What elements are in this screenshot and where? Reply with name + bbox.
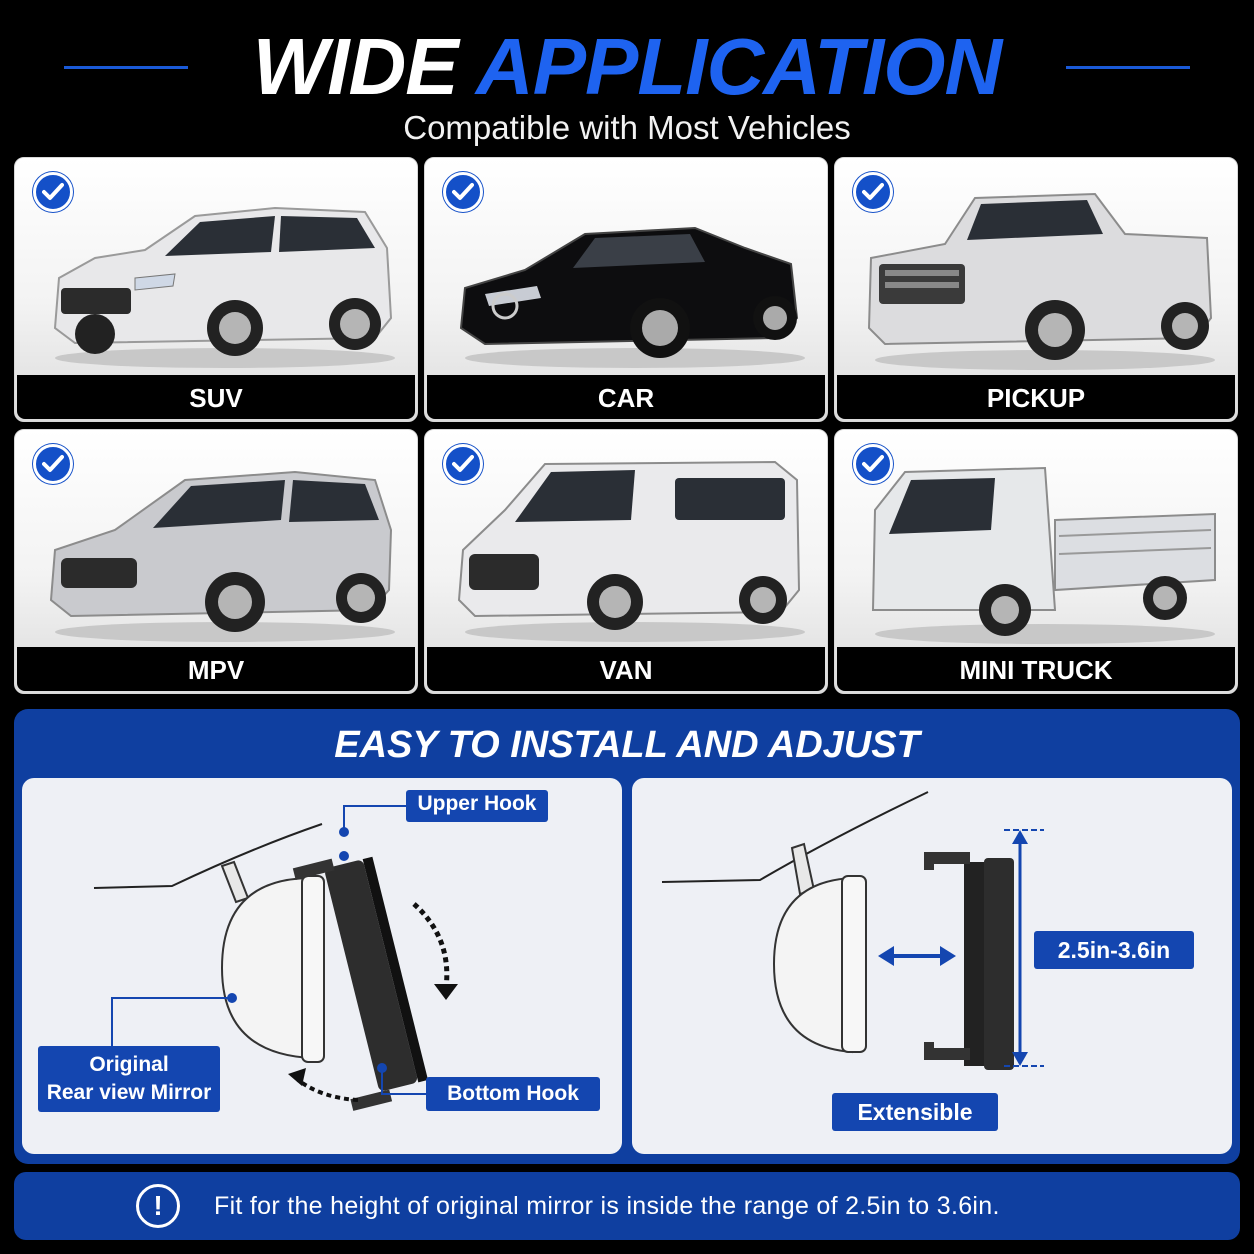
range-tag: 2.5in-3.6in bbox=[1034, 931, 1194, 969]
vehicle-label: SUV bbox=[17, 375, 415, 419]
check-icon bbox=[33, 172, 73, 212]
check-icon bbox=[33, 444, 73, 484]
header: WIDE APPLICATION Compatible with Most Ve… bbox=[0, 0, 1254, 155]
vehicle-card-mini-truck: MINI TRUCK bbox=[834, 429, 1238, 694]
vehicle-card-mpv: MPV bbox=[14, 429, 418, 694]
exclamation-icon: ! bbox=[136, 1184, 180, 1228]
vehicle-card-pickup: PICKUP bbox=[834, 157, 1238, 422]
check-icon bbox=[443, 172, 483, 212]
vehicle-label: PICKUP bbox=[837, 375, 1235, 419]
check-icon bbox=[443, 444, 483, 484]
bottom-hook-tag: Bottom Hook bbox=[426, 1077, 600, 1111]
upper-hook-tag: Upper Hook bbox=[406, 790, 548, 822]
page-title: WIDE APPLICATION bbox=[0, 22, 1254, 112]
original-mirror-tag: Original Rear view Mirror bbox=[38, 1046, 220, 1112]
vehicle-label: CAR bbox=[427, 375, 825, 419]
title-divider-left bbox=[64, 66, 188, 69]
install-diagram-panel: Upper Hook Original Rear view Mirror Bot… bbox=[22, 778, 622, 1154]
original-mirror-line2: Rear view Mirror bbox=[46, 1081, 212, 1104]
extensible-tag: Extensible bbox=[832, 1093, 998, 1131]
vehicle-card-suv: SUV bbox=[14, 157, 418, 422]
original-mirror-line1: Original bbox=[89, 1053, 169, 1076]
note-bar: ! Fit for the height of original mirror … bbox=[14, 1172, 1240, 1240]
sedan-icon bbox=[459, 226, 805, 368]
extensible-diagram bbox=[661, 791, 1044, 1070]
install-title: EASY TO INSTALL AND ADJUST bbox=[334, 724, 920, 766]
title-divider-right bbox=[1066, 66, 1190, 69]
install-section: EASY TO INSTALL AND ADJUST bbox=[14, 709, 1240, 1164]
install-diagram bbox=[93, 805, 458, 1111]
van-icon bbox=[457, 460, 805, 642]
vehicle-card-van: VAN bbox=[424, 429, 828, 694]
title-word-white: WIDE bbox=[252, 22, 459, 111]
mpv-icon bbox=[49, 470, 395, 642]
vehicle-card-car: CAR bbox=[424, 157, 828, 422]
check-icon bbox=[853, 444, 893, 484]
vehicle-label: MPV bbox=[17, 647, 415, 691]
extensible-diagram-panel: 2.5in-3.6in Extensible bbox=[632, 778, 1232, 1154]
check-icon bbox=[853, 172, 893, 212]
title-word-blue: APPLICATION bbox=[475, 22, 1002, 111]
vehicle-label: VAN bbox=[427, 647, 825, 691]
suv-icon bbox=[53, 206, 395, 368]
mini-truck-icon bbox=[871, 466, 1216, 644]
note-text: Fit for the height of original mirror is… bbox=[214, 1192, 1000, 1220]
vehicle-label: MINI TRUCK bbox=[837, 647, 1235, 691]
pickup-icon bbox=[867, 192, 1215, 370]
page-subtitle: Compatible with Most Vehicles bbox=[403, 109, 851, 146]
